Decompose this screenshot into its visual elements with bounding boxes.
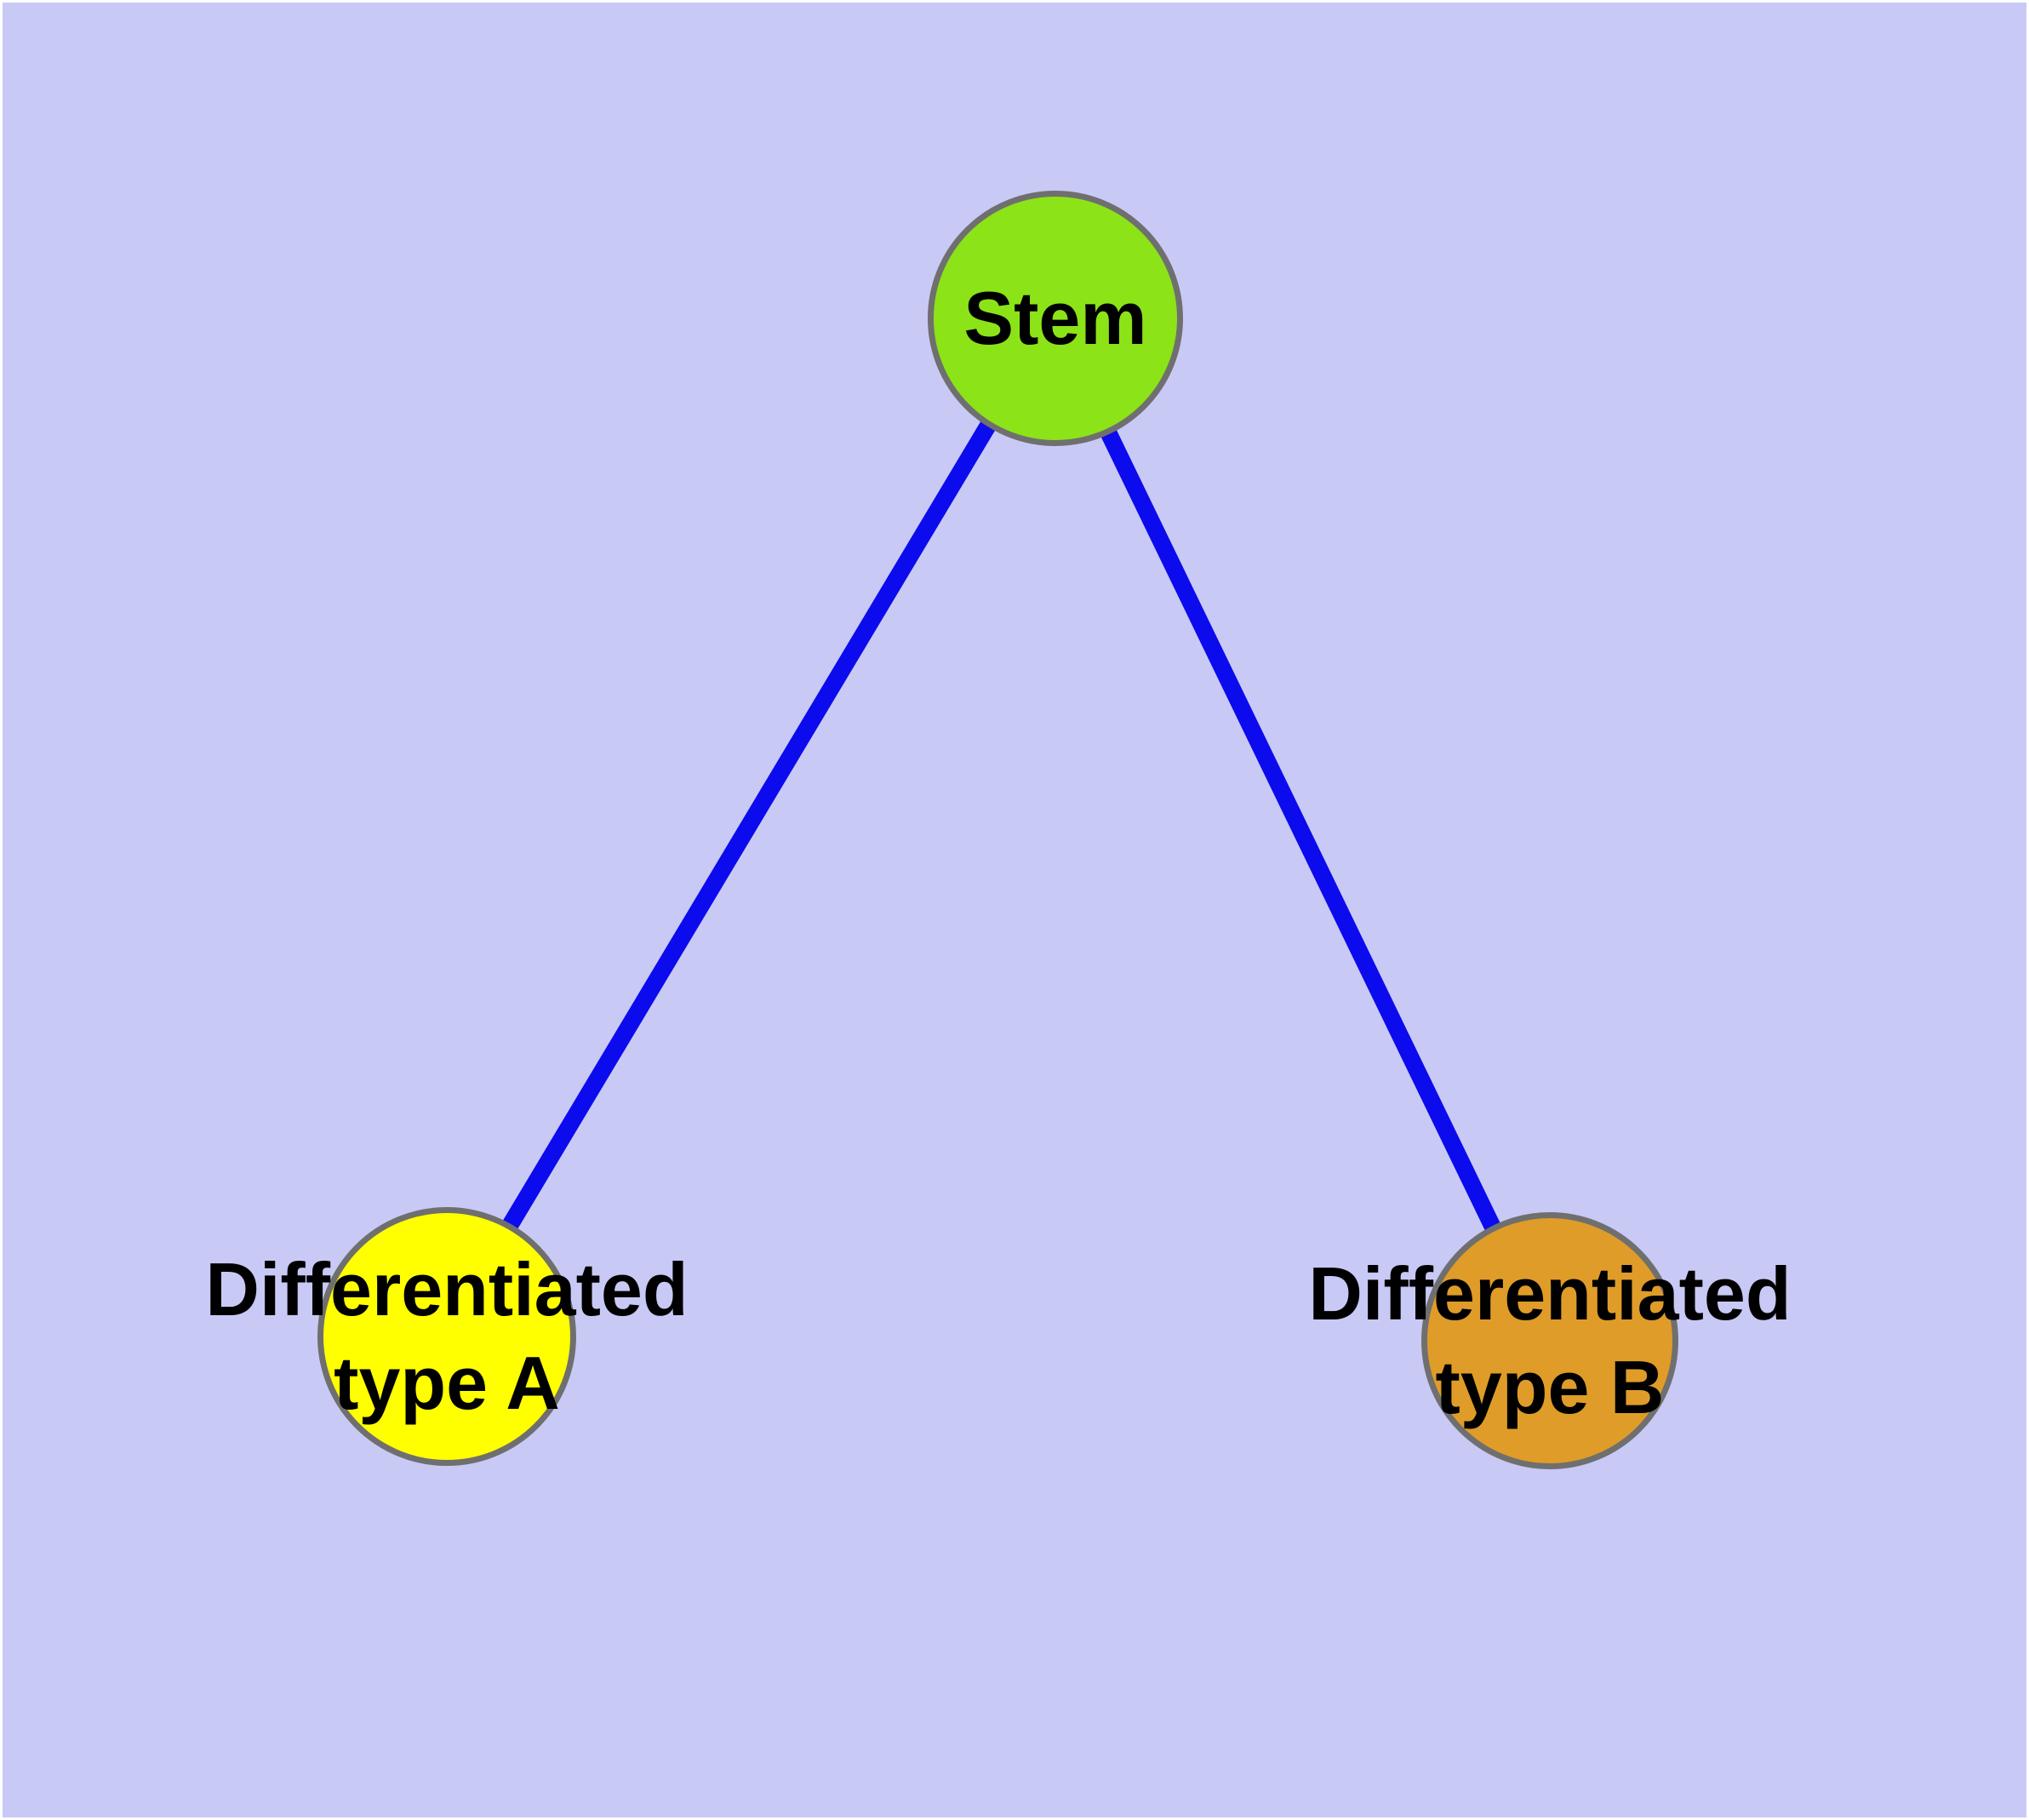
node-stem[interactable] [928, 191, 1183, 446]
graph-canvas: Stem Differentiated type A Differentiate… [3, 3, 2026, 1817]
edge-stem-to-type-b [1044, 313, 1554, 1341]
edges-layer [438, 312, 1554, 1341]
edge-stem-to-type-a [438, 312, 1060, 1337]
node-differentiated-type-a[interactable] [317, 1207, 576, 1466]
node-differentiated-type-b[interactable] [1421, 1212, 1678, 1469]
